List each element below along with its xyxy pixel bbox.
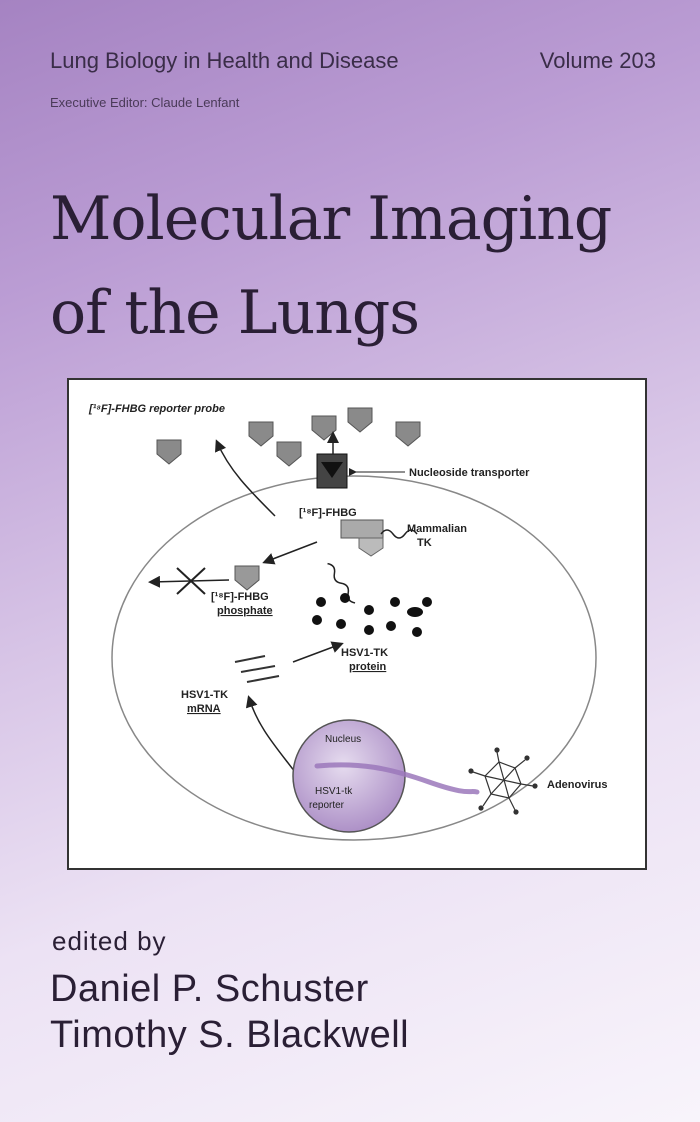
mrna-strands [234,655,280,683]
probe-label: [¹⁸F]-FHBG reporter probe [88,403,225,415]
author-1: Daniel P. Schuster [50,968,369,1010]
reporter-line-2: reporter [309,800,345,811]
mammalian-tk-line-1: Mammalian [407,523,467,535]
volume-number: Volume 203 [539,48,656,73]
protein-line-2: protein [349,661,387,673]
mrna-line-1: HSV1-TK [181,689,228,701]
cover-figure: [¹⁸F]-FHBG reporter probe Nucleoside tra… [67,378,647,870]
transporter-label: Nucleoside transporter [409,467,530,479]
phosphate-line-1: [¹⁸F]-FHBG [211,591,269,603]
reporter-line-1: HSV1-tk [315,786,353,797]
fhbg-label: [¹⁸F]-FHBG [299,507,357,519]
mammalian-tk-line-2: TK [417,537,432,549]
cell-membrane [111,475,597,841]
series-title: Lung Biology in Health and Disease [50,48,399,73]
phosphate-line-2: phosphate [217,605,273,617]
executive-editor: Executive Editor: Claude Lenfant [50,95,240,110]
protein-dots [312,593,432,637]
title-line-2: of the Lungs [50,278,420,348]
cell-diagram: [¹⁸F]-FHBG reporter probe Nucleoside tra… [88,403,608,841]
adenovirus-icon [468,747,538,815]
adenovirus-label: Adenovirus [547,779,608,791]
book-title: Molecular Imaging of the Lungs [50,172,612,360]
nucleoside-transporter [316,453,348,489]
author-2: Timothy S. Blackwell [50,1014,410,1056]
edited-by: edited by [52,926,167,956]
protein-line-1: HSV1-TK [341,647,388,659]
title-line-1: Molecular Imaging [50,184,612,254]
nucleus-label: Nucleus [325,734,361,745]
probe-molecules [156,407,421,467]
mrna-line-2: mRNA [187,703,221,715]
mammalian-tk [340,519,418,557]
